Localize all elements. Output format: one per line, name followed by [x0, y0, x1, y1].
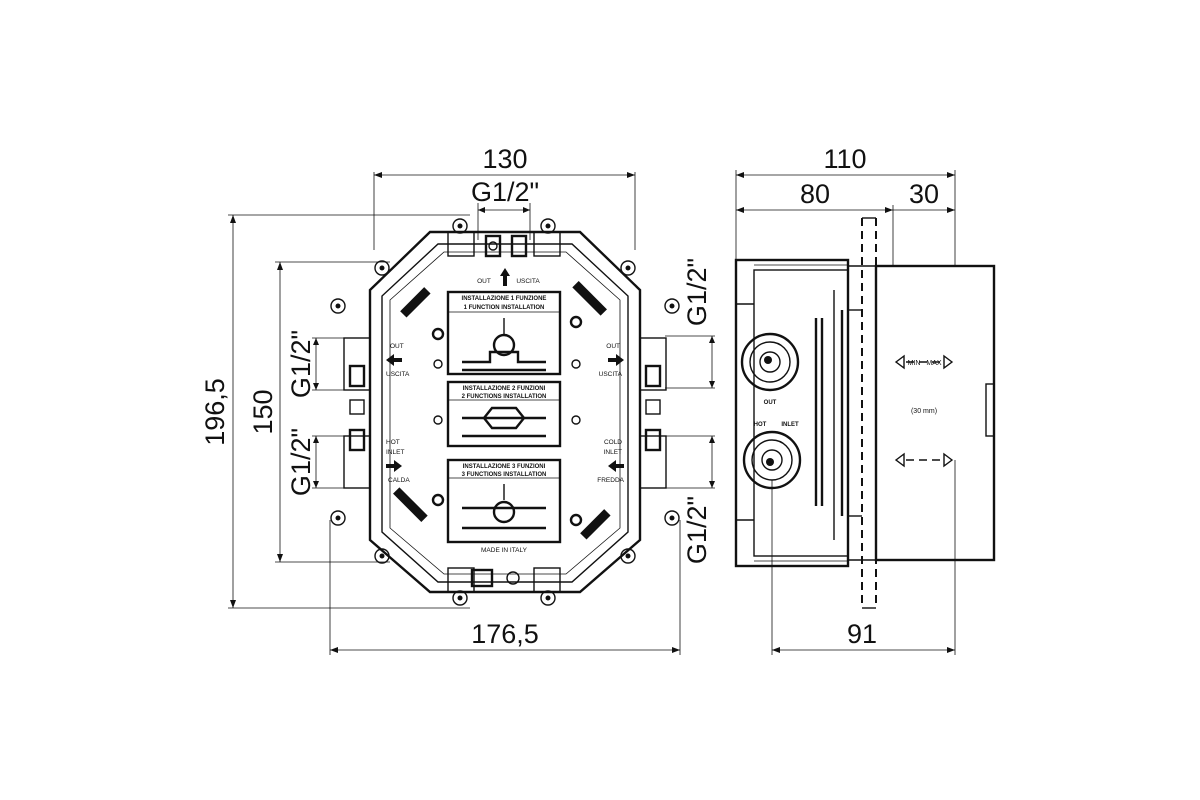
label-out-left: OUT — [390, 343, 404, 350]
label-hot: HOT — [386, 439, 400, 446]
label-uscita-left: USCITA — [386, 371, 410, 378]
side-label-inlet: INLET — [781, 422, 799, 428]
dim-depth-30: 30 — [909, 179, 939, 209]
diagonal-marks — [393, 281, 611, 540]
mounting-lugs — [330, 218, 680, 606]
svg-text:INSTALLAZIONE 3 FUNZIONI: INSTALLAZIONE 3 FUNZIONI — [463, 464, 546, 470]
right-ports — [608, 337, 667, 489]
dim-thread-left-bottom: G1/2" — [286, 428, 316, 496]
label-out-right: OUT — [606, 343, 620, 350]
min-max-markers: MIN MAX (30 mm) — [894, 354, 954, 468]
dim-depth-80: 80 — [800, 179, 830, 209]
instruction-panel-1: INSTALLAZIONE 1 FUNZIONE 1 FUNCTION INST… — [446, 290, 562, 376]
label-calda: CALDA — [388, 477, 410, 484]
dim-thread-right-top: G1/2" — [682, 258, 712, 326]
dim-depth-110: 110 — [823, 144, 866, 174]
instruction-panel-3: INSTALLAZIONE 3 FUNZIONI 3 FUNCTIONS INS… — [446, 458, 562, 544]
front-view-body: INSTALLAZIONE 1 FUNZIONE 1 FUNCTION INST… — [330, 218, 680, 606]
dim-height-196: 196,5 — [200, 378, 230, 446]
dim-width-130: 130 — [482, 144, 527, 174]
side-port-inlet — [742, 430, 802, 490]
side-dimensions: 110 80 30 91 G1/2" G1/2" — [665, 144, 956, 655]
svg-text:INSTALLAZIONE 1 FUNZIONE: INSTALLAZIONE 1 FUNZIONE — [462, 296, 547, 302]
side-port-out — [740, 332, 800, 392]
top-outlet — [447, 231, 561, 286]
dim-height-150: 150 — [248, 389, 278, 434]
dim-depth-91: 91 — [847, 619, 877, 649]
svg-text:1 FUNCTION INSTALLATION: 1 FUNCTION INSTALLATION — [464, 305, 545, 311]
side-label-hot: HOT — [754, 422, 767, 428]
dim-width-176: 176,5 — [471, 619, 539, 649]
label-uscita-right: USCITA — [599, 371, 623, 378]
label-inlet-right: INLET — [604, 449, 622, 456]
label-uscita-top: USCITA — [516, 278, 540, 285]
left-ports — [343, 337, 402, 489]
instruction-panel-2: INSTALLAZIONE 2 FUNZIONI 2 FUNCTIONS INS… — [446, 380, 562, 448]
svg-text:MIN: MIN — [908, 360, 921, 367]
dim-thread-top: G1/2" — [471, 177, 539, 207]
svg-text:3 FUNCTIONS INSTALLATION: 3 FUNCTIONS INSTALLATION — [462, 472, 547, 478]
label-made-in: MADE IN ITALY — [481, 547, 528, 554]
label-inlet-left: INLET — [386, 449, 404, 456]
svg-text:INSTALLAZIONE 2 FUNZIONI: INSTALLAZIONE 2 FUNZIONI — [463, 386, 546, 392]
label-fredda: FREDDA — [597, 477, 624, 484]
label-out-top: OUT — [477, 278, 491, 285]
label-cold: COLD — [604, 439, 622, 446]
svg-text:2 FUNCTIONS INSTALLATION: 2 FUNCTIONS INSTALLATION — [462, 394, 547, 400]
side-label-out: OUT — [764, 400, 777, 406]
side-range-label: (30 mm) — [911, 408, 937, 415]
side-view-body: OUT HOT INLET MIN MAX (30 mm) — [734, 217, 996, 609]
front-dimensions: 130 G1/2" 196,5 150 G1/2" — [200, 144, 681, 655]
svg-text:MAX: MAX — [926, 360, 942, 367]
bottom-fitting — [447, 567, 561, 593]
dim-thread-right-bottom: G1/2" — [682, 496, 712, 564]
dim-thread-left-top: G1/2" — [286, 330, 316, 398]
